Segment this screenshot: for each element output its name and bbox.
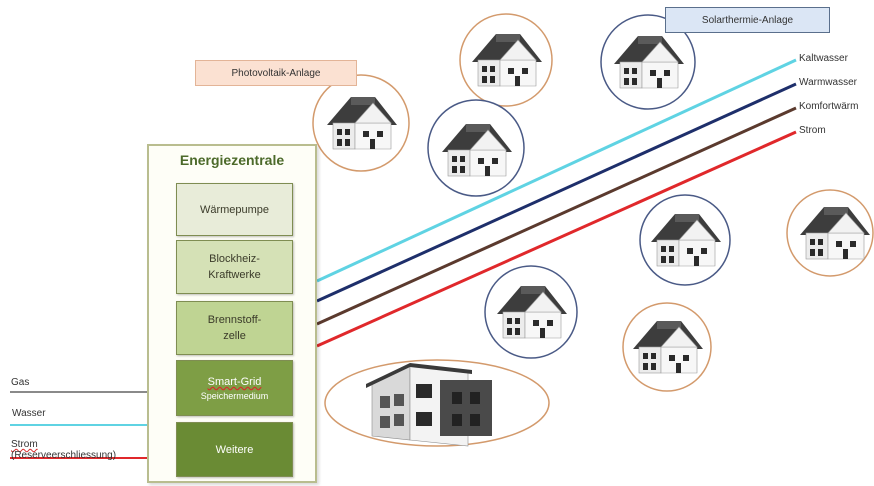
house-circle-5	[639, 194, 731, 286]
house-circle-6	[786, 189, 874, 277]
gas-input-label: Gas	[11, 377, 30, 388]
module-waermepumpe-label: Wärmepumpe	[199, 203, 270, 216]
house-circle-2	[459, 13, 553, 107]
module-weitere-label: Weitere	[215, 443, 254, 456]
house-circle-8	[622, 302, 712, 392]
strom-input-label: Strom (Reserveerschliessung)	[11, 439, 116, 461]
wasser-input-label: Wasser	[12, 408, 46, 419]
photovoltaik-label: Photovoltaik-Anlage	[195, 60, 357, 86]
house-circle-pv-1	[312, 74, 410, 172]
house-circle-7	[484, 265, 578, 359]
module-blockheizkraftwerke: Blockheiz- Kraftwerke	[176, 240, 293, 294]
strom-input-text: Strom	[11, 439, 38, 450]
kaltwasser-label: Kaltwasser	[799, 53, 848, 64]
strom-label: Strom	[799, 125, 826, 136]
module-bhkw-line2: Kraftwerke	[208, 269, 261, 281]
energiezentrale-title: Energiezentrale	[179, 152, 285, 168]
strom-line	[316, 130, 797, 348]
warmwasser-label: Warmwasser	[799, 77, 857, 88]
solarthermie-label: Solarthermie-Anlage	[665, 7, 830, 33]
apartment-building-icon	[366, 363, 492, 447]
module-brennstoffzelle: Brennstoff- zelle	[176, 301, 293, 355]
komfortwaerme-label: Komfortwärm	[799, 101, 859, 112]
komfortwaerme-line	[316, 106, 797, 326]
house-circle-3	[427, 99, 525, 197]
module-brennstoff-line1: Brennstoff-	[207, 314, 262, 326]
module-waermepumpe: Wärmepumpe	[176, 183, 293, 236]
module-smart-grid: Smart-Grid Speichermedium	[176, 360, 293, 416]
module-weitere: Weitere	[176, 422, 293, 477]
apartment-building-group	[324, 359, 550, 447]
warmwasser-line	[316, 82, 797, 303]
house-circle-4	[600, 14, 696, 110]
reserve-text: (Reserveerschliessung)	[11, 450, 117, 461]
module-smartgrid-label: Smart-Grid	[207, 376, 262, 388]
module-speichermedium-label: Speichermedium	[200, 391, 269, 401]
kaltwasser-line	[316, 58, 797, 283]
energiezentrale-panel: Energiezentrale Wärmepumpe Blockheiz- Kr…	[147, 144, 317, 483]
module-brennstoff-line2: zelle	[223, 330, 246, 342]
module-bhkw-line1: Blockheiz-	[209, 253, 260, 265]
